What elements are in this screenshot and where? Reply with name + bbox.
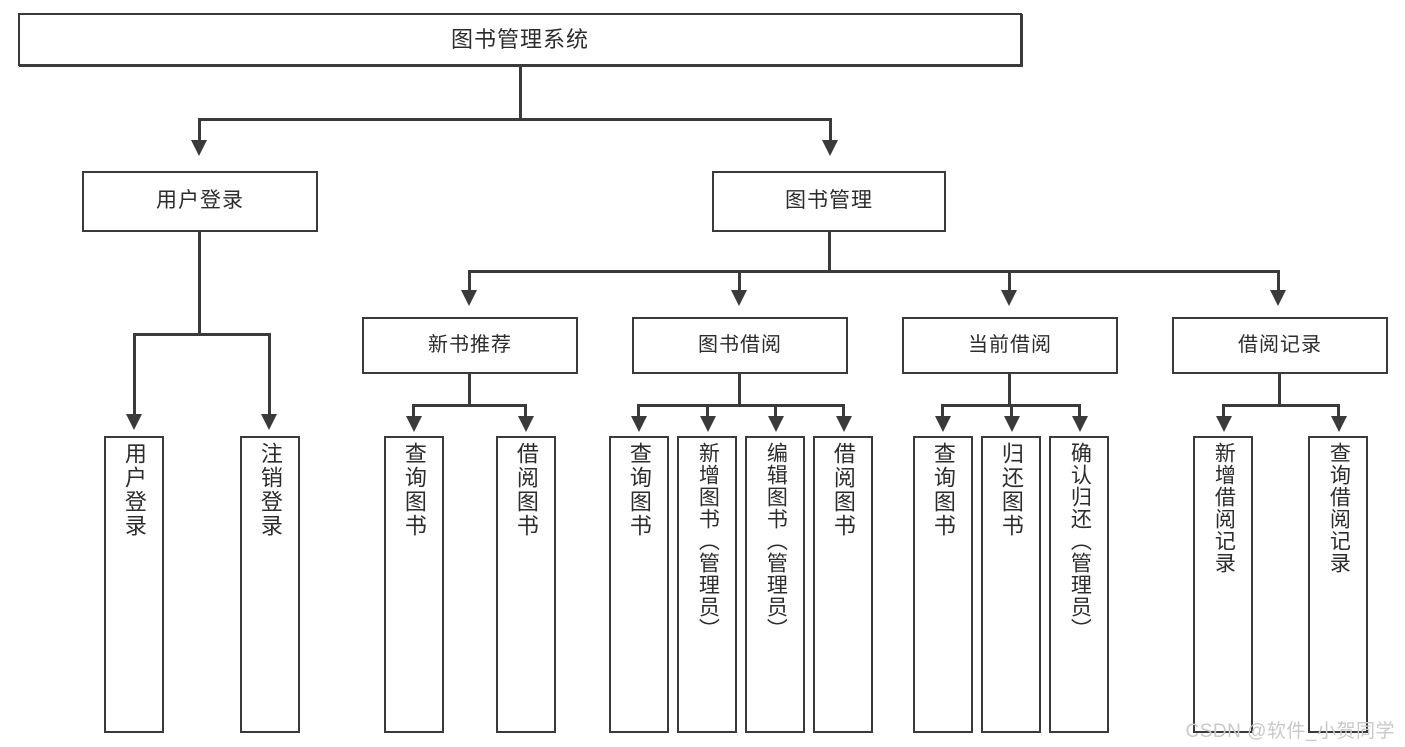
node-root-system[interactable]: 图书管理系统 <box>18 13 1022 66</box>
connector-bb-child-4 <box>842 404 845 418</box>
connector-current-borrow-stem <box>1008 374 1011 406</box>
node-label: 用户登录 <box>121 442 147 538</box>
leaf-node-br-query-record[interactable]: 查询借阅记录 <box>1308 436 1368 733</box>
node-label: 借阅记录 <box>1238 334 1322 356</box>
arrowhead-nb-leaf-1 <box>406 416 422 432</box>
arrowhead-user-login <box>191 140 207 156</box>
connector-book-borrow-stem <box>738 374 741 406</box>
arrowhead-bb-leaf-1 <box>631 416 647 432</box>
connector-bb-child-3 <box>774 404 777 418</box>
node-book-manage[interactable]: 图书管理 <box>712 171 946 232</box>
connector-book-borrow-bar <box>637 404 845 407</box>
arrowhead-borrow-record <box>1270 290 1286 306</box>
arrowhead-nb-leaf-2 <box>518 416 534 432</box>
leaf-node-bb-edit-book[interactable]: 编辑图书（管理员） <box>745 436 805 733</box>
csdn-watermark: CSDN @软件_小贺同学 <box>1185 721 1395 742</box>
node-user-login[interactable]: 用户登录 <box>82 171 318 232</box>
arrowhead-leaf-user-login <box>126 414 142 430</box>
connector-br-child-2 <box>1337 404 1340 418</box>
node-label: 查询借阅记录 <box>1327 442 1351 574</box>
leaf-node-logout[interactable]: 注销登录 <box>240 436 300 733</box>
node-label: 借阅图书 <box>830 442 856 538</box>
connector-level2-bar <box>468 270 1280 273</box>
leaf-node-nb-query-book[interactable]: 查询图书 <box>384 436 444 733</box>
connector-br-child-1 <box>1222 404 1225 418</box>
leaf-node-br-add-record[interactable]: 新增借阅记录 <box>1193 436 1253 733</box>
node-label: 用户登录 <box>156 189 244 213</box>
node-label: 新增图书（管理员） <box>696 442 720 640</box>
node-label: 归还图书 <box>998 442 1024 538</box>
connector-to-user-login <box>198 118 201 142</box>
node-label: 编辑图书（管理员） <box>764 442 788 640</box>
node-current-borrow[interactable]: 当前借阅 <box>902 317 1118 374</box>
arrowhead-bb-leaf-4 <box>836 416 852 432</box>
connector-cb-child-2 <box>1010 404 1013 418</box>
connector-user-login-bar <box>133 333 271 336</box>
leaf-node-user-login[interactable]: 用户登录 <box>104 436 164 733</box>
connector-book-manage-stem <box>828 232 831 272</box>
arrowhead-new-book <box>461 290 477 306</box>
node-label: 当前借阅 <box>968 334 1052 356</box>
node-label: 新增借阅记录 <box>1212 442 1236 574</box>
connector-new-book-child-1 <box>412 404 415 418</box>
connector-to-new-book <box>468 270 471 292</box>
arrowhead-current-borrow <box>1001 290 1017 306</box>
connector-new-book-bar <box>412 404 527 407</box>
node-label: 图书借阅 <box>698 334 782 356</box>
connector-user-login-child-2 <box>268 333 271 417</box>
arrowhead-bb-leaf-3 <box>768 416 784 432</box>
connector-to-book-manage <box>829 118 832 142</box>
node-label: 查询图书 <box>401 442 427 538</box>
connector-to-current-borrow <box>1008 270 1011 292</box>
node-label: 图书管理系统 <box>450 26 589 52</box>
connector-new-book-child-2 <box>524 404 527 418</box>
arrowhead-cb-leaf-2 <box>1004 416 1020 432</box>
leaf-node-bb-add-book[interactable]: 新增图书（管理员） <box>677 436 737 733</box>
connector-cb-child-1 <box>941 404 944 418</box>
node-label: 确认归还（管理员） <box>1068 442 1092 640</box>
leaf-node-bb-borrow-book[interactable]: 借阅图书 <box>813 436 873 733</box>
connector-root-stem <box>519 66 522 120</box>
node-label: 注销登录 <box>257 442 283 538</box>
arrowhead-br-leaf-2 <box>1331 416 1347 432</box>
connector-borrow-record-bar <box>1222 404 1340 407</box>
arrowhead-bb-leaf-2 <box>700 416 716 432</box>
arrowhead-cb-leaf-1 <box>935 416 951 432</box>
arrowhead-br-leaf-1 <box>1216 416 1232 432</box>
connector-bb-child-2 <box>706 404 709 418</box>
leaf-node-cb-query-book[interactable]: 查询图书 <box>913 436 973 733</box>
connector-user-login-stem <box>198 232 201 335</box>
arrowhead-cb-leaf-3 <box>1072 416 1088 432</box>
node-new-book-recommend[interactable]: 新书推荐 <box>362 317 578 374</box>
arrowhead-book-manage <box>822 140 838 156</box>
connector-to-borrow-record <box>1277 270 1280 292</box>
node-book-borrow[interactable]: 图书借阅 <box>632 317 848 374</box>
node-label: 查询图书 <box>626 442 652 538</box>
connector-user-login-child-1 <box>133 333 136 417</box>
leaf-node-bb-query-book[interactable]: 查询图书 <box>609 436 669 733</box>
arrowhead-leaf-logout <box>261 414 277 430</box>
leaf-node-cb-confirm-return[interactable]: 确认归还（管理员） <box>1049 436 1109 733</box>
connector-bb-child-1 <box>637 404 640 418</box>
node-label: 借阅图书 <box>513 442 539 538</box>
connector-to-book-borrow <box>738 270 741 292</box>
connector-borrow-record-stem <box>1278 374 1281 406</box>
leaf-node-cb-return-book[interactable]: 归还图书 <box>981 436 1041 733</box>
leaf-node-nb-borrow-book[interactable]: 借阅图书 <box>496 436 556 733</box>
node-label: 图书管理 <box>785 189 873 213</box>
connector-root-bar <box>198 118 832 121</box>
arrowhead-book-borrow <box>731 290 747 306</box>
node-borrow-record[interactable]: 借阅记录 <box>1172 317 1388 374</box>
connector-new-book-stem <box>468 374 471 406</box>
connector-cb-child-3 <box>1078 404 1081 418</box>
node-label: 新书推荐 <box>428 334 512 356</box>
node-label: 查询图书 <box>930 442 956 538</box>
